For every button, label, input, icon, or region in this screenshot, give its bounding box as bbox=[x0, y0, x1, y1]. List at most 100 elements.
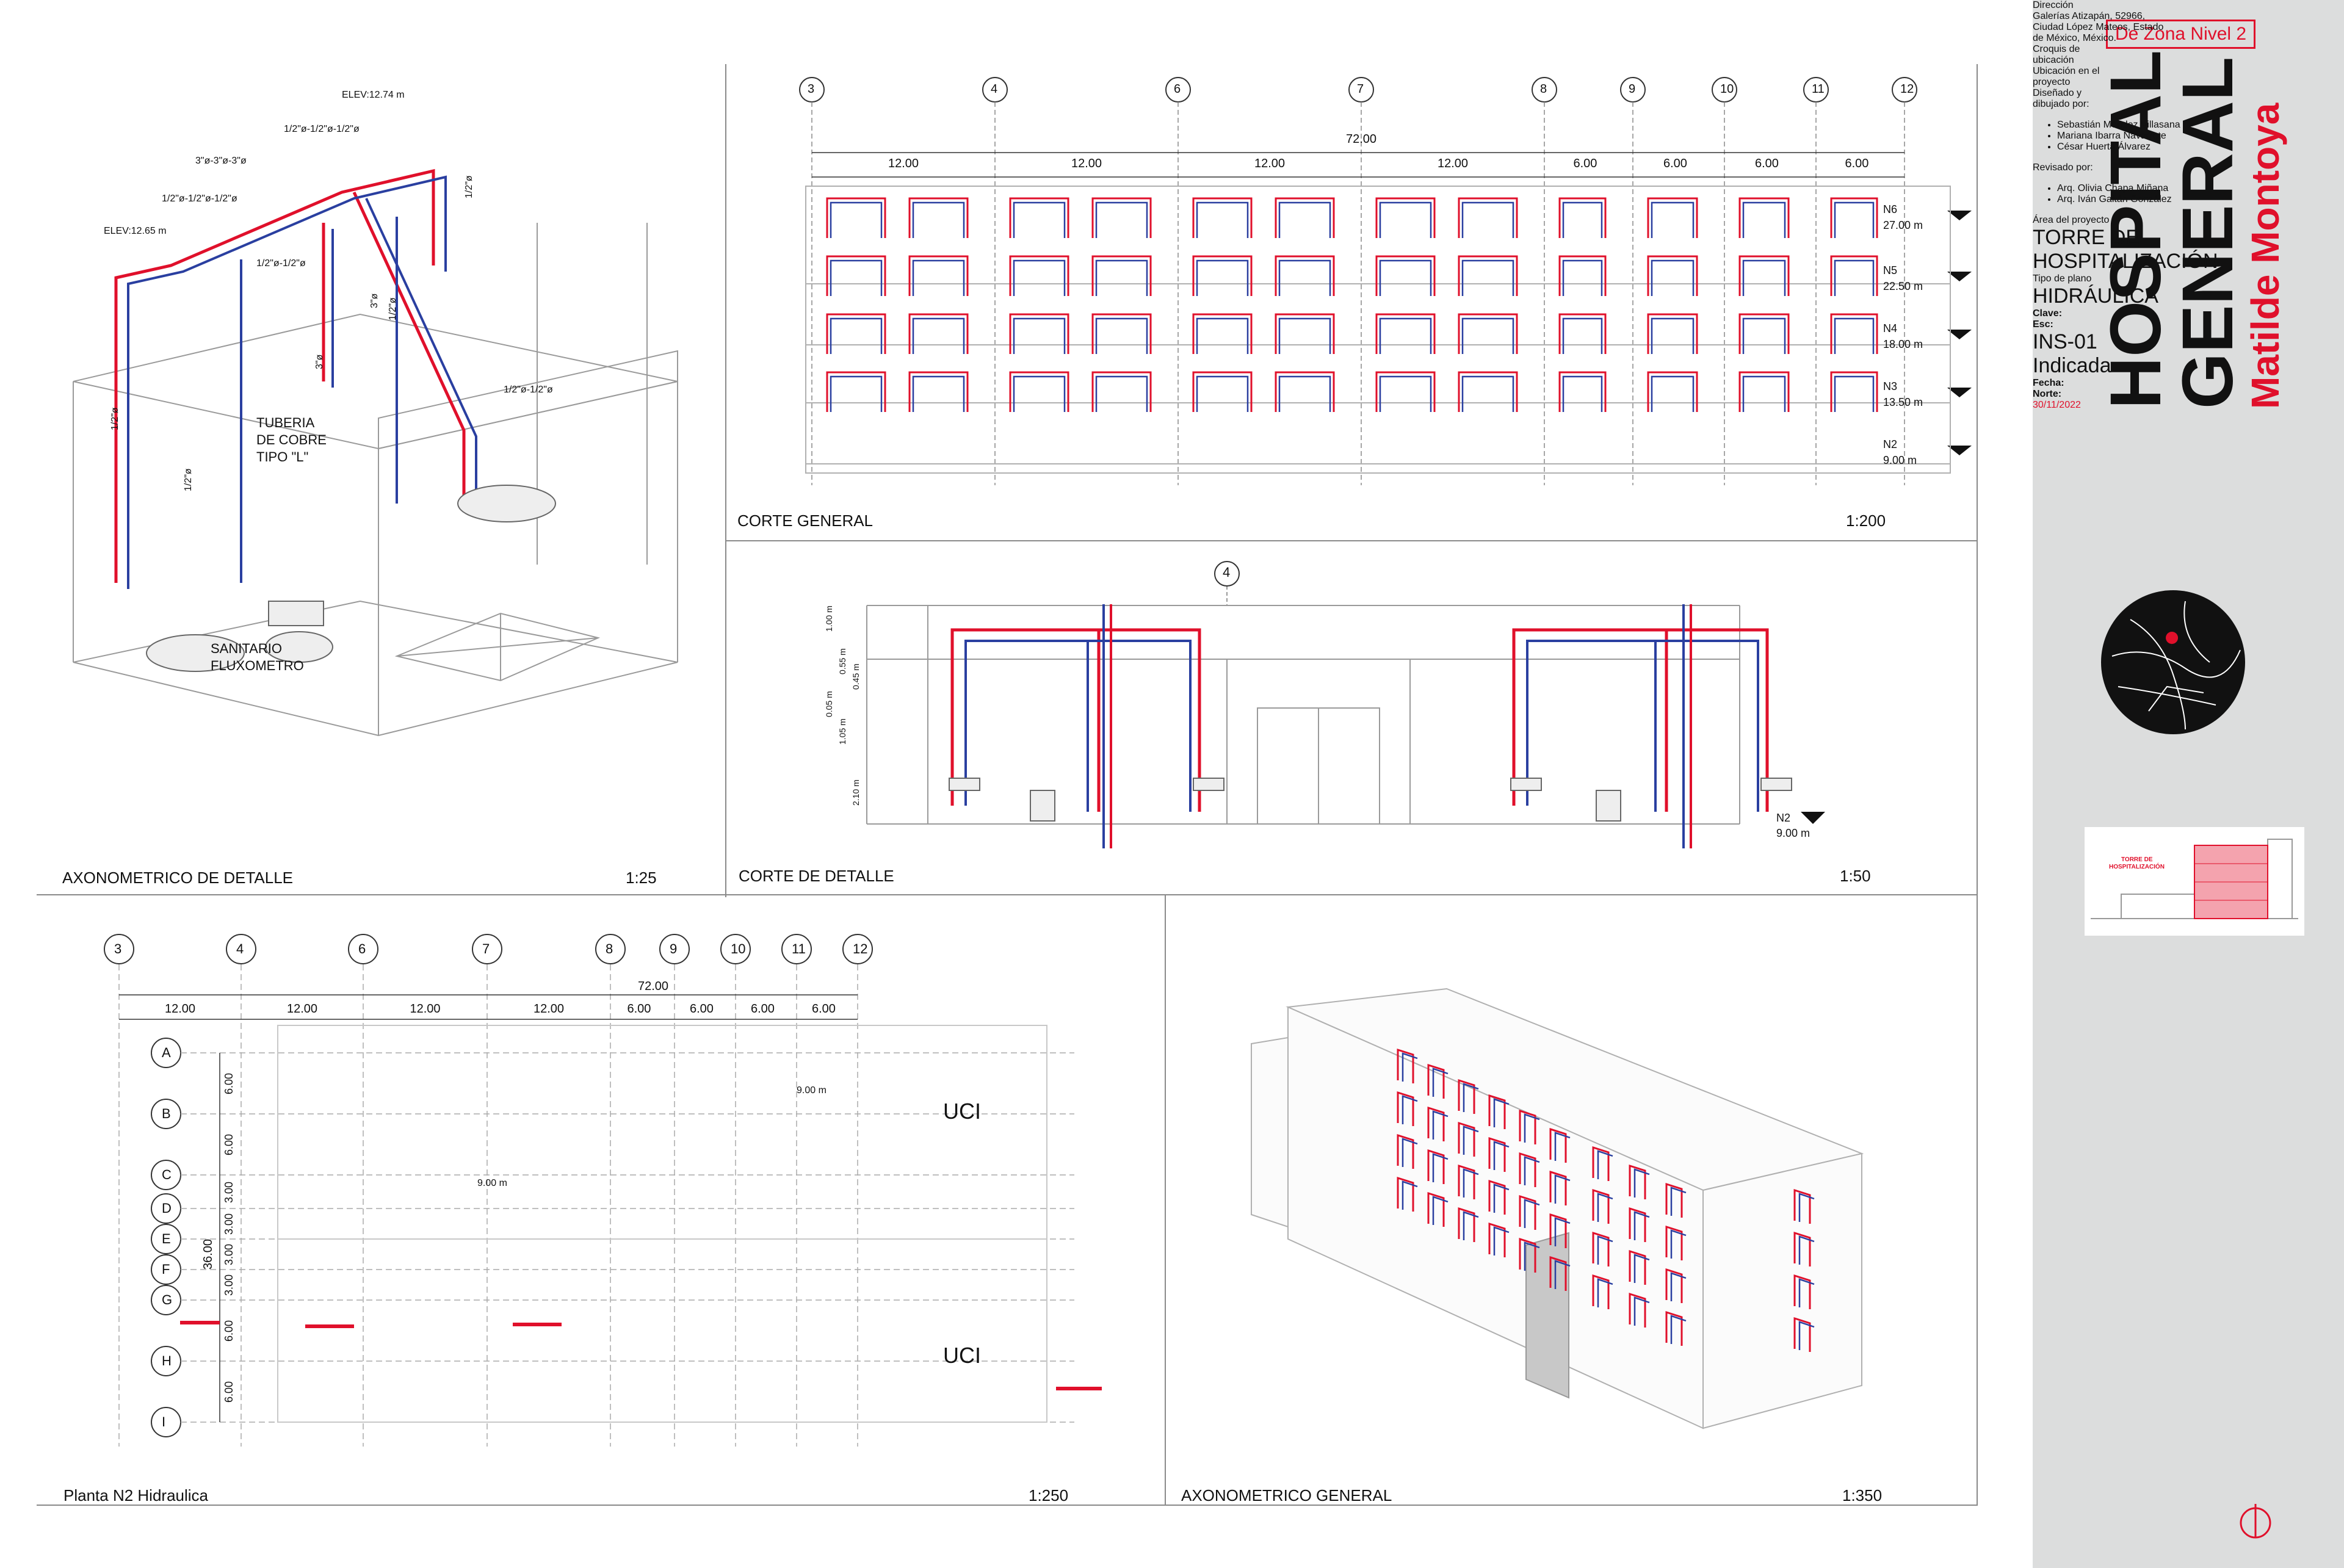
span-label: 6.00 bbox=[1845, 157, 1869, 170]
pipe-red bbox=[826, 313, 886, 354]
row-label: D bbox=[162, 1201, 172, 1216]
pipe-red bbox=[1275, 255, 1335, 296]
riser-blue bbox=[1432, 1153, 1449, 1182]
reviewer-item: Arq. Iván Gaitán González bbox=[2057, 194, 2344, 205]
level-elev: 13.50 m bbox=[1883, 396, 1923, 408]
pipe-red bbox=[1275, 313, 1335, 354]
axo-general-panel: AXONOMETRICO GENERAL 1:350 bbox=[1166, 897, 1975, 1505]
riser-blue bbox=[1798, 1193, 1815, 1222]
axis-label: 9 bbox=[1629, 82, 1636, 96]
pipe-blue bbox=[1742, 201, 1786, 238]
pipe-red bbox=[1091, 197, 1152, 238]
divider-v2 bbox=[1165, 894, 1166, 1505]
pipe-red bbox=[1458, 197, 1518, 238]
pipe-blue bbox=[830, 317, 883, 354]
riser-blue bbox=[1493, 1226, 1510, 1255]
row-dim: 3.00 bbox=[223, 1243, 235, 1265]
riser-red bbox=[1488, 1094, 1506, 1129]
divider-h2 bbox=[37, 894, 1978, 895]
pipe-red bbox=[1009, 255, 1069, 296]
riser-red bbox=[1458, 1207, 1475, 1242]
pipe-red bbox=[1192, 255, 1253, 296]
ubicacion-heading-1: Ubicación en el bbox=[2033, 66, 2100, 76]
span-label: 12.00 bbox=[410, 1002, 441, 1016]
divider-h3 bbox=[37, 1505, 1978, 1506]
riser-red bbox=[1793, 1188, 1811, 1224]
span-label: 6.00 bbox=[1755, 157, 1779, 170]
riser-blue bbox=[1633, 1211, 1650, 1240]
planta-uci2: UCI bbox=[943, 1343, 981, 1368]
pipe-red bbox=[1647, 313, 1698, 354]
axis-label: 7 bbox=[1357, 82, 1364, 96]
pipe-red bbox=[1375, 313, 1436, 354]
revisado-heading: Revisado por: bbox=[2033, 162, 2093, 173]
riser-red bbox=[1427, 1149, 1445, 1184]
span-label: 12.00 bbox=[888, 157, 919, 170]
corte-detalle-axis: 4 bbox=[1223, 565, 1231, 580]
pipe-red bbox=[1738, 255, 1790, 296]
planta-scale: 1:250 bbox=[1029, 1486, 1069, 1505]
croquis-heading-2: ubicación bbox=[2033, 55, 2074, 65]
reviewer-item: Arq. Olivia Chapa Miñana bbox=[2057, 183, 2344, 194]
riser-red bbox=[1488, 1136, 1506, 1172]
axis-label: 9 bbox=[670, 941, 678, 956]
pipe-blue bbox=[1013, 259, 1066, 296]
label-tuberia-3: TIPO "L" bbox=[256, 449, 309, 464]
label-pipe3: 1/2"ø-1/2"ø-1/2"ø bbox=[162, 193, 237, 204]
direccion-text-1: Galerías Atizapán, 52966, bbox=[2033, 11, 2146, 21]
axo-detalle-caption: AXONOMETRICO DE DETALLE bbox=[62, 869, 294, 887]
dim-label: 0.05 m bbox=[824, 691, 834, 717]
label-sanitario-2: FLUXOMETRO bbox=[211, 658, 304, 673]
riser-red bbox=[1549, 1127, 1567, 1163]
pipe-blue bbox=[1742, 375, 1786, 412]
riser-red bbox=[1488, 1222, 1506, 1257]
level-marker bbox=[1947, 211, 1972, 220]
pipe-blue bbox=[1461, 201, 1514, 238]
pipe-blue bbox=[912, 317, 965, 354]
pipe-blue bbox=[1196, 375, 1249, 412]
zone-badge: De Zona Nivel 2 bbox=[2106, 20, 2256, 49]
pipe-red bbox=[1830, 313, 1878, 354]
axis-label: 12 bbox=[853, 941, 868, 956]
pipe-blue bbox=[1461, 259, 1514, 296]
designer-item: Sebastián Méndez Villasana bbox=[2057, 120, 2344, 131]
pipe-blue bbox=[1013, 375, 1066, 412]
riser-blue bbox=[1670, 1315, 1687, 1344]
riser-blue bbox=[1402, 1138, 1418, 1167]
pipe-blue bbox=[1196, 201, 1249, 238]
divider-h1 bbox=[725, 540, 1978, 541]
level-elev: 9.00 m bbox=[1883, 454, 1917, 466]
riser-blue bbox=[1402, 1095, 1418, 1124]
level-name: N6 bbox=[1883, 203, 1898, 215]
pipe-blue bbox=[1562, 317, 1603, 354]
pipe-blue bbox=[1461, 317, 1514, 354]
span-label: 12.00 bbox=[287, 1002, 318, 1016]
row-label: A bbox=[162, 1045, 171, 1060]
level-marker bbox=[1947, 388, 1972, 397]
croquis-heading-1: Croquis de bbox=[2033, 44, 2080, 54]
riser-blue bbox=[1493, 1098, 1510, 1127]
label-pipe2: 3"ø-3"ø-3"ø bbox=[195, 156, 247, 166]
pipe-blue bbox=[1278, 317, 1331, 354]
pipe-red bbox=[908, 313, 969, 354]
planta-total: 72.00 bbox=[638, 980, 669, 993]
row-label: C bbox=[162, 1167, 172, 1182]
riser-red bbox=[1793, 1231, 1811, 1266]
level-marker bbox=[1947, 272, 1972, 281]
north-arrow-icon bbox=[2240, 1504, 2271, 1539]
clave-value: INS-01 bbox=[2033, 330, 2097, 353]
pipe-blue bbox=[1562, 375, 1603, 412]
thumb-label-2: HOSPITALIZACIÓN bbox=[2109, 864, 2165, 870]
axis-label: 10 bbox=[1720, 82, 1734, 96]
label-pipe1: 1/2"ø-1/2"ø-1/2"ø bbox=[284, 124, 360, 134]
span-label: 12.00 bbox=[534, 1002, 565, 1016]
pipe-blue bbox=[1095, 259, 1148, 296]
area-value-1: TORRE DE bbox=[2033, 226, 2140, 249]
thumbnail-drawing bbox=[2091, 839, 2298, 919]
riser-red bbox=[1629, 1249, 1646, 1285]
riser-red bbox=[1629, 1164, 1646, 1199]
label-sanitario-1: SANITARIO bbox=[211, 641, 282, 656]
pipe-blue bbox=[1095, 375, 1148, 412]
pipe-blue bbox=[912, 259, 965, 296]
